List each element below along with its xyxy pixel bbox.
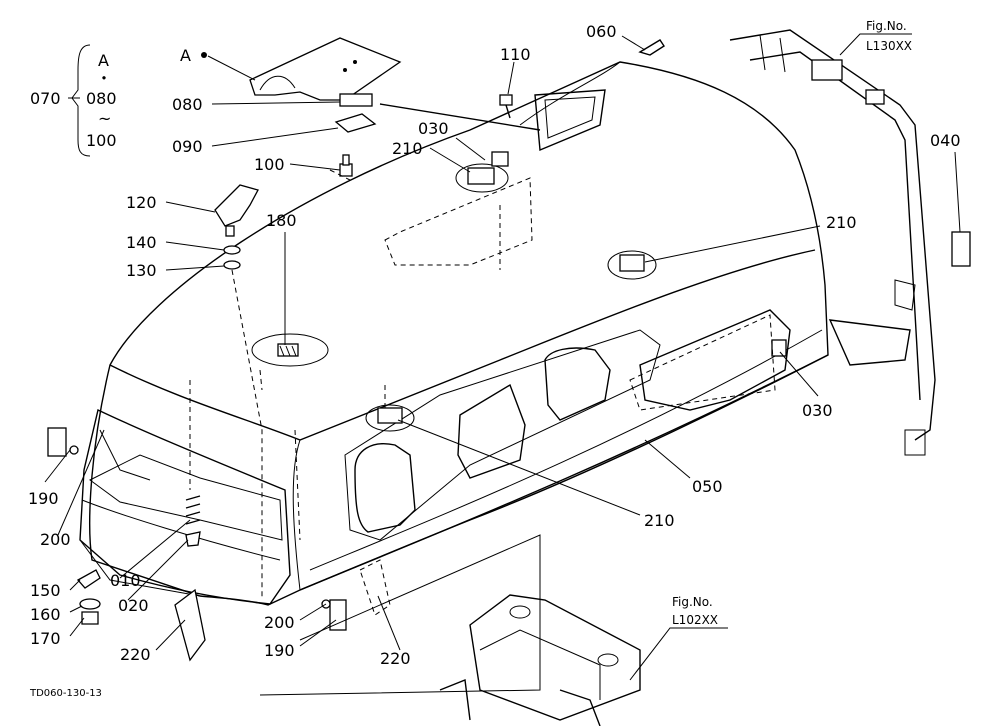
label-150: 150 bbox=[30, 581, 61, 600]
drawing-id: TD060-130-13 bbox=[29, 688, 102, 699]
figref-top-code: L130XX bbox=[866, 39, 912, 53]
part-labels: 070 A ・ 080 ~ 100 A 080 090 100 120 140 … bbox=[28, 22, 961, 668]
brackets-190-200 bbox=[47, 427, 347, 631]
label-bracket-A: A bbox=[98, 51, 109, 70]
rubber-pads bbox=[365, 151, 787, 432]
label-020: 020 bbox=[118, 596, 149, 615]
label-110: 110 bbox=[500, 45, 531, 64]
label-210-bottom: 210 bbox=[644, 511, 675, 530]
label-170: 170 bbox=[30, 629, 61, 648]
tie-060 bbox=[638, 39, 665, 56]
label-060: 060 bbox=[586, 22, 617, 41]
spring-010 bbox=[185, 495, 201, 547]
label-100-group: 100 bbox=[86, 131, 117, 150]
label-120: 120 bbox=[126, 193, 157, 212]
damper-180 bbox=[251, 333, 329, 367]
label-030-side: 030 bbox=[802, 401, 833, 420]
leader-lines bbox=[44, 33, 961, 696]
label-190-left: 190 bbox=[28, 489, 59, 508]
label-090: 090 bbox=[172, 137, 203, 156]
label-bracket-dot: ・ bbox=[96, 69, 112, 88]
center-lines bbox=[189, 169, 501, 600]
label-030-top: 030 bbox=[418, 119, 449, 138]
label-140: 140 bbox=[126, 233, 157, 252]
label-200-side: 200 bbox=[264, 613, 295, 632]
label-marker-A: A bbox=[180, 46, 191, 65]
label-080: 080 bbox=[172, 95, 203, 114]
figref-bottom-code: L102XX bbox=[672, 613, 718, 627]
bolt-110 bbox=[499, 94, 513, 119]
label-200-left: 200 bbox=[40, 530, 71, 549]
label-050: 050 bbox=[692, 477, 723, 496]
label-180: 180 bbox=[266, 211, 297, 230]
label-220-front: 220 bbox=[120, 645, 151, 664]
label-190-side: 190 bbox=[264, 641, 295, 660]
rubber-220-side bbox=[359, 559, 391, 616]
rear-frame bbox=[729, 29, 971, 456]
label-010: 010 bbox=[110, 571, 141, 590]
rubber-220-front bbox=[174, 588, 206, 662]
label-130: 130 bbox=[126, 261, 157, 280]
window-2 bbox=[457, 383, 526, 479]
label-210-top: 210 bbox=[392, 139, 423, 158]
hidden-brackets bbox=[384, 177, 776, 411]
label-080-group: 080 bbox=[86, 89, 117, 108]
handle-assembly-A bbox=[249, 37, 402, 177]
label-070: 070 bbox=[30, 89, 61, 108]
knob-120 bbox=[214, 184, 259, 270]
group-bracket bbox=[71, 44, 91, 157]
label-100: 100 bbox=[254, 155, 285, 174]
figref-bottom-label: Fig.No. bbox=[672, 595, 713, 609]
label-210-right: 210 bbox=[826, 213, 857, 232]
label-tilde: ~ bbox=[98, 109, 111, 128]
label-040: 040 bbox=[930, 131, 961, 150]
figref-top-label: Fig.No. bbox=[866, 19, 907, 33]
figure-references: Fig.No. L130XX Fig.No. L102XX bbox=[672, 19, 912, 627]
fasteners-150-170 bbox=[76, 569, 101, 625]
label-220-side: 220 bbox=[380, 649, 411, 668]
label-160: 160 bbox=[30, 605, 61, 624]
window-3 bbox=[544, 347, 611, 421]
lower-frame bbox=[439, 594, 641, 726]
